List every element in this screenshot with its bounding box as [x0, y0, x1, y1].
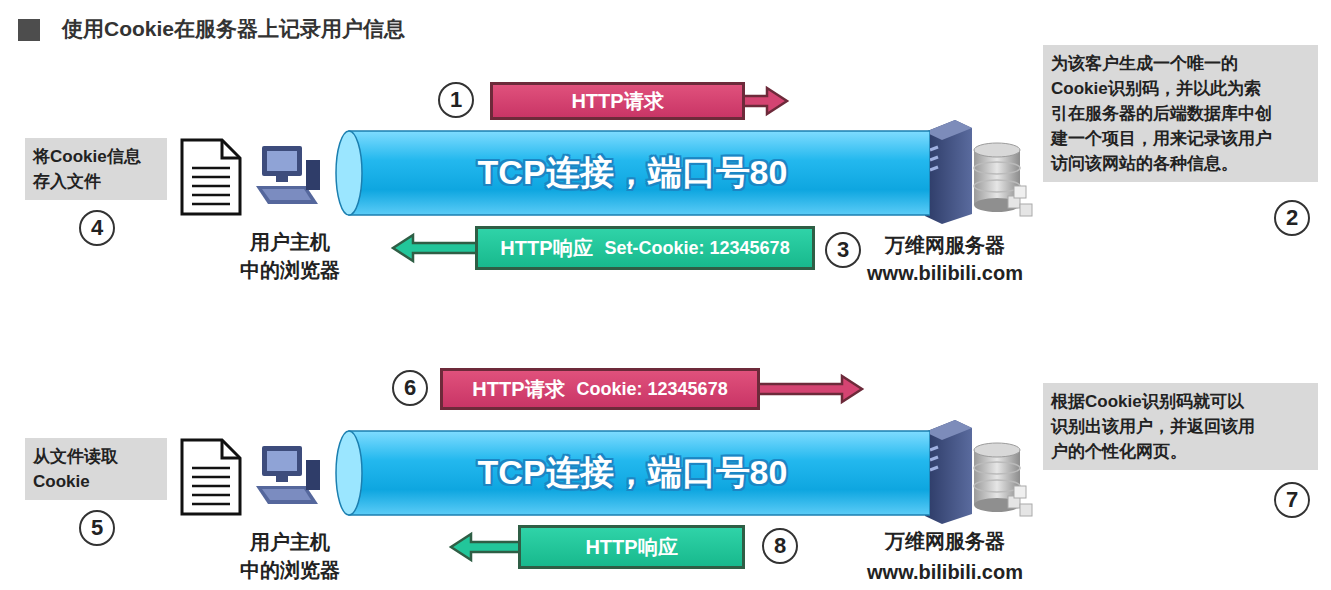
callout-number: 8: [762, 528, 798, 564]
host-label: 万维网服务器: [885, 527, 1005, 555]
note-text: 为该客户生成一个唯一的 Cookie识别码，并以此为索 引在服务器的后端数据库中…: [1051, 51, 1310, 176]
host-label: 用户主机 中的浏览器: [234, 228, 346, 284]
pipe-body: [349, 131, 930, 215]
pipe-body: [349, 431, 930, 515]
pipe-label: TCP连接，端口号80: [478, 450, 788, 496]
callout-number: 6: [392, 370, 428, 406]
note-text: 根据Cookie识别码就可以 识别出该用户，并返回该用 户的个性化网页。: [1051, 389, 1310, 464]
title: 使用Cookie在服务器上记录用户信息: [62, 15, 405, 43]
callout-number: 3: [825, 232, 861, 268]
message-arrow: HTTP请求 Cookie: 12345678: [440, 368, 760, 410]
host-label: 万维网服务器: [885, 231, 1005, 259]
note-box: 从文件读取 Cookie: [25, 438, 167, 500]
message-text: HTTP请求: [472, 376, 564, 403]
callout-number: 4: [79, 210, 115, 246]
note-box: 为该客户生成一个唯一的 Cookie识别码，并以此为索 引在服务器的后端数据库中…: [1043, 45, 1318, 182]
message-arrow: HTTP请求: [490, 82, 745, 120]
server-address: www.bilibili.com: [867, 558, 1023, 586]
message-arrow: HTTP响应: [518, 525, 745, 569]
callout-number: 2: [1274, 200, 1310, 236]
note-text: 从文件读取 Cookie: [33, 444, 159, 494]
host-label: 用户主机 中的浏览器: [234, 528, 346, 584]
arrow-head: [757, 376, 862, 402]
pipe-label: TCP连接，端口号80: [478, 150, 788, 196]
note-box: 将Cookie信息 存入文件: [25, 138, 167, 200]
arrow-head: [393, 235, 478, 261]
message-text: Set-Cookie: 12345678: [605, 238, 790, 259]
message-text: HTTP响应: [585, 534, 677, 561]
tcp-pipe: TCP连接，端口号80: [335, 130, 930, 216]
note-box: 根据Cookie识别码就可以 识别出该用户，并返回该用 户的个性化网页。: [1043, 383, 1318, 470]
title-bullet: [18, 19, 40, 41]
server-address: www.bilibili.com: [867, 259, 1023, 287]
callout-number: 5: [79, 510, 115, 546]
pipe-end: [336, 431, 362, 515]
message-text: HTTP响应: [500, 235, 592, 262]
top-icons: [182, 120, 1032, 224]
bottom-icons: [182, 420, 1032, 524]
tcp-pipe: TCP连接，端口号80: [335, 430, 930, 516]
message-text: Cookie: 12345678: [577, 379, 728, 400]
callout-number: 7: [1274, 482, 1310, 518]
pipe-end: [336, 131, 362, 215]
arrow-head: [742, 88, 787, 114]
message-text: HTTP请求: [571, 88, 663, 115]
callout-number: 1: [438, 82, 474, 118]
message-arrow: HTTP响应 Set-Cookie: 12345678: [475, 226, 815, 270]
note-text: 将Cookie信息 存入文件: [33, 144, 159, 194]
arrow-head: [451, 534, 521, 560]
